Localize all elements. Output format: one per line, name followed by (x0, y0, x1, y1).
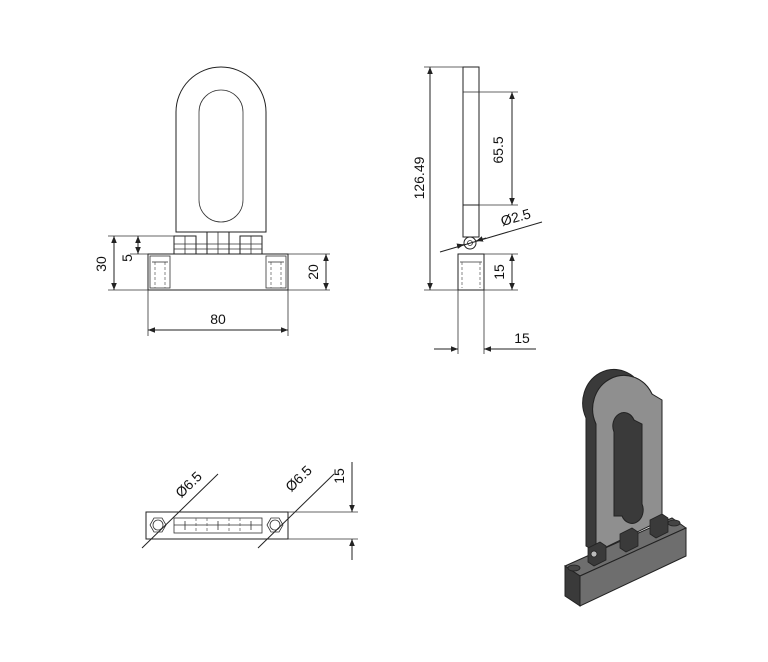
top-view: Ø6.5 Ø6.5 15 (141, 462, 358, 560)
iso-base-side (579, 527, 687, 607)
dim-side-pin-diameter: Ø2.5 (499, 205, 533, 229)
dim-front-5: 5 (119, 254, 135, 262)
dim-side-126-49: 126.49 (411, 156, 427, 199)
dim-side-15-height: 15 (491, 264, 507, 280)
top-knuckles (173, 517, 263, 534)
right-boss (265, 255, 287, 289)
isometric-view (563, 368, 687, 607)
dim-top-15: 15 (331, 468, 347, 484)
dim-front-30: 30 (93, 256, 109, 272)
front-base (147, 253, 289, 291)
top-hole-right (269, 519, 281, 531)
loop-slot (198, 89, 244, 223)
top-base (145, 511, 289, 540)
dim-side-15-width: 15 (514, 330, 530, 346)
left-boss (149, 255, 171, 289)
loop-plate (175, 66, 267, 233)
dim-top-hole-left: Ø6.5 (172, 468, 205, 501)
iso-slot (612, 412, 644, 524)
hinge-knuckles (173, 231, 263, 255)
dim-front-20: 20 (305, 264, 321, 280)
top-hole-left (152, 519, 164, 531)
dim-side-65-5: 65.5 (490, 136, 506, 163)
dim-top-hole-right: Ø6.5 (282, 462, 315, 495)
dim-front-80: 80 (210, 311, 226, 327)
front-view: 30 5 20 80 (93, 66, 330, 336)
side-view: 126.49 65.5 Ø2.5 15 15 (411, 66, 543, 354)
